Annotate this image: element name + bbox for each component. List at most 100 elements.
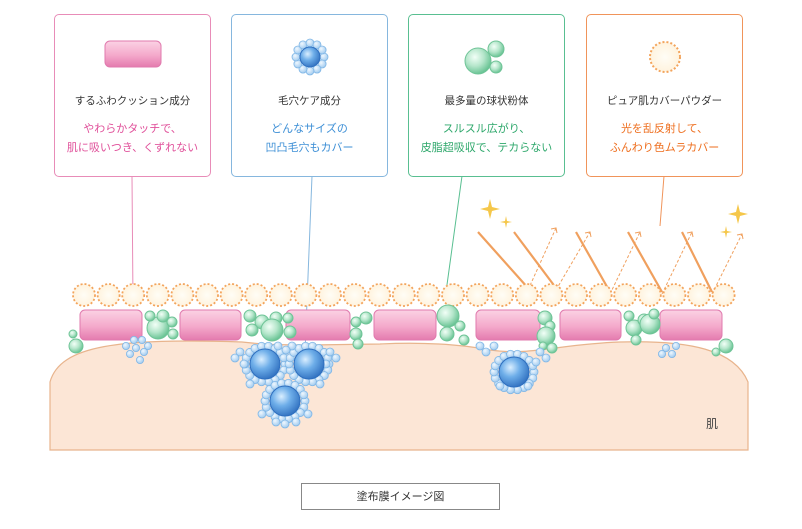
- incoming-light-ray: [681, 231, 713, 293]
- green-sphere: [282, 312, 294, 324]
- pore-bead-large: [293, 348, 325, 380]
- green-sphere: [167, 328, 179, 340]
- pore-bead-small: [495, 381, 505, 391]
- green-sphere: [630, 334, 642, 346]
- cushion-particle: [373, 309, 437, 341]
- orange-dotted-circle-icon: [587, 37, 742, 75]
- powder-particle: [121, 283, 146, 307]
- sphere-powder-layer: [68, 304, 734, 357]
- callout-description: やわらかタッチで、肌に吸いつき、くずれない: [66, 122, 199, 154]
- powder-particle: [268, 283, 293, 307]
- pore-bead-small: [230, 353, 240, 363]
- pink-cushion-icon: [55, 37, 210, 75]
- skin-surface: [49, 340, 749, 451]
- cushion-particle: [179, 309, 242, 341]
- callout-title: するふわクッション成分: [74, 95, 191, 107]
- pore-bead-small: [481, 347, 491, 357]
- powder-particle: [588, 283, 613, 307]
- pore-bead-small: [137, 335, 146, 344]
- pore-bead-small: [303, 409, 313, 419]
- skin-label: 肌: [706, 417, 719, 431]
- powder-particle: [613, 283, 638, 307]
- pore-bead-small: [315, 379, 325, 389]
- pore-care-beads: [122, 335, 681, 429]
- green-sphere: [352, 338, 364, 350]
- pore-bead-large: [299, 46, 320, 68]
- powder-particle: [416, 283, 441, 307]
- reflected-light-ray: [661, 231, 693, 295]
- reflected-light-ray: [527, 227, 557, 291]
- pore-bead-small: [280, 419, 290, 429]
- cushion-particle: [475, 309, 541, 341]
- cushion-particle: [285, 309, 351, 341]
- pore-bead-small: [658, 349, 667, 358]
- pore-bead-small: [122, 341, 131, 350]
- powder-particle: [490, 283, 515, 307]
- callout-pore-care: 毛穴ケア成分 どんなサイズの凹凸毛穴もカバー: [231, 14, 388, 177]
- pore-bead-small: [331, 353, 341, 363]
- pore-bead-small: [126, 349, 135, 358]
- green-sphere: [711, 347, 721, 357]
- pore-bead-large: [269, 385, 301, 417]
- arrow-head-icon: [550, 227, 558, 234]
- reflected-light-ray: [555, 231, 591, 291]
- cushion-particle: [79, 309, 143, 341]
- powder-layer: [72, 283, 736, 307]
- green-sphere: [439, 326, 455, 342]
- green-sphere: [350, 316, 362, 328]
- pore-bead-small: [287, 341, 297, 351]
- callout-description: スルスル広がり、皮脂超吸収で、テカらない: [420, 122, 553, 154]
- pore-bead-small: [672, 341, 681, 350]
- green-sphere: [68, 338, 84, 354]
- arrow-head-icon: [634, 231, 642, 238]
- cushion-particle: [559, 309, 622, 341]
- green-sphere: [283, 325, 297, 339]
- powder-particle: [219, 283, 244, 307]
- arrow-head-icon: [686, 231, 694, 238]
- pore-bead-small: [135, 355, 144, 364]
- pore-bead-small: [668, 349, 677, 358]
- callout-description: どんなサイズの凹凸毛穴もカバー: [265, 122, 354, 154]
- green-sphere: [166, 316, 178, 328]
- arrow-head-icon: [584, 231, 592, 238]
- powder-particle: [293, 283, 318, 307]
- powder-particle: [514, 283, 539, 307]
- green-sphere: [454, 320, 466, 332]
- pore-bead-small: [312, 40, 321, 50]
- powder-particle: [318, 283, 342, 307]
- callout-title: 最多量の球状粉体: [444, 95, 529, 107]
- reflected-light-ray: [711, 233, 743, 295]
- pore-bead-small: [298, 64, 307, 74]
- pore-bead-small: [139, 347, 148, 356]
- powder-particle: [195, 283, 219, 307]
- green-sphere: [458, 334, 470, 346]
- powder-particle: [637, 283, 662, 307]
- green-sphere: [546, 342, 558, 354]
- callout-pointers: [122, 175, 665, 353]
- green-sphere: [648, 308, 660, 320]
- green-sphere: [359, 311, 373, 325]
- pore-bead-small: [531, 357, 541, 367]
- pore-bead-small: [299, 390, 309, 400]
- powder-particle: [244, 283, 269, 307]
- incoming-light-ray: [575, 231, 611, 293]
- diagram-caption: 塗布膜イメージ図: [301, 483, 500, 510]
- pore-bead-small: [292, 45, 302, 55]
- arrow-head-icon: [736, 233, 744, 240]
- pore-bead-small: [662, 343, 671, 352]
- pore-bead-small: [239, 359, 249, 369]
- cushion-layer: [79, 309, 723, 341]
- pore-bead-small: [535, 347, 545, 357]
- callout-cushion: するふわクッション成分 やわらかタッチで、肌に吸いつき、くずれない: [54, 14, 211, 177]
- pore-bead-small: [271, 417, 281, 427]
- powder-particle: [170, 283, 195, 307]
- callout-title: ピュア肌カバーパウダー: [606, 95, 723, 107]
- green-sphere: [623, 310, 635, 322]
- green-sphere: [718, 338, 734, 354]
- pore-bead-small: [131, 343, 140, 352]
- powder-particle: [465, 283, 490, 307]
- callout-cover-powder: ピュア肌カバーパウダー 光を乱反射して、ふんわり色ムラカバー: [586, 14, 743, 177]
- light-reflection-arrows: [477, 227, 744, 295]
- incoming-light-ray: [513, 231, 557, 289]
- green-sphere: [156, 309, 170, 323]
